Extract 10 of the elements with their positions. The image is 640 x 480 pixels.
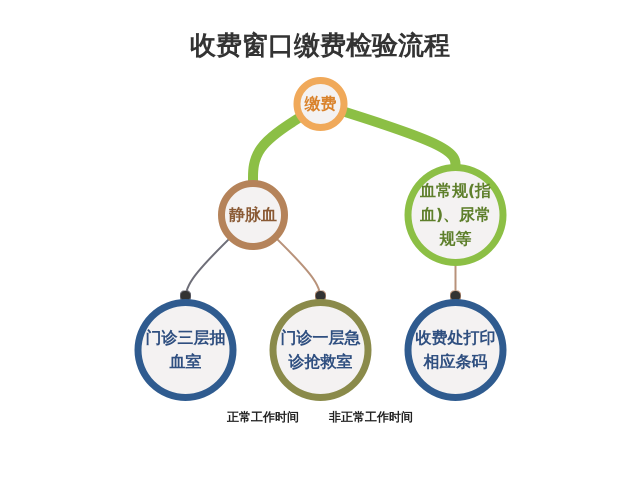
node-circle: 门诊三层抽血室: [134, 299, 236, 401]
node-caption: 正常工作时间: [227, 409, 299, 426]
diagram-title: 收费窗口缴费检验流程: [190, 30, 450, 63]
node-circle: 门诊一层急诊抢救室: [269, 299, 371, 401]
node-circle: 静脉血: [218, 180, 288, 250]
node-caption: 非正常工作时间: [329, 409, 413, 426]
node-circle: 缴费: [293, 77, 347, 131]
node-circle: 血常规(指血)、尿常规等: [404, 164, 506, 266]
connector: [248, 112, 303, 184]
node-circle: 收费处打印相应条码: [404, 299, 506, 401]
